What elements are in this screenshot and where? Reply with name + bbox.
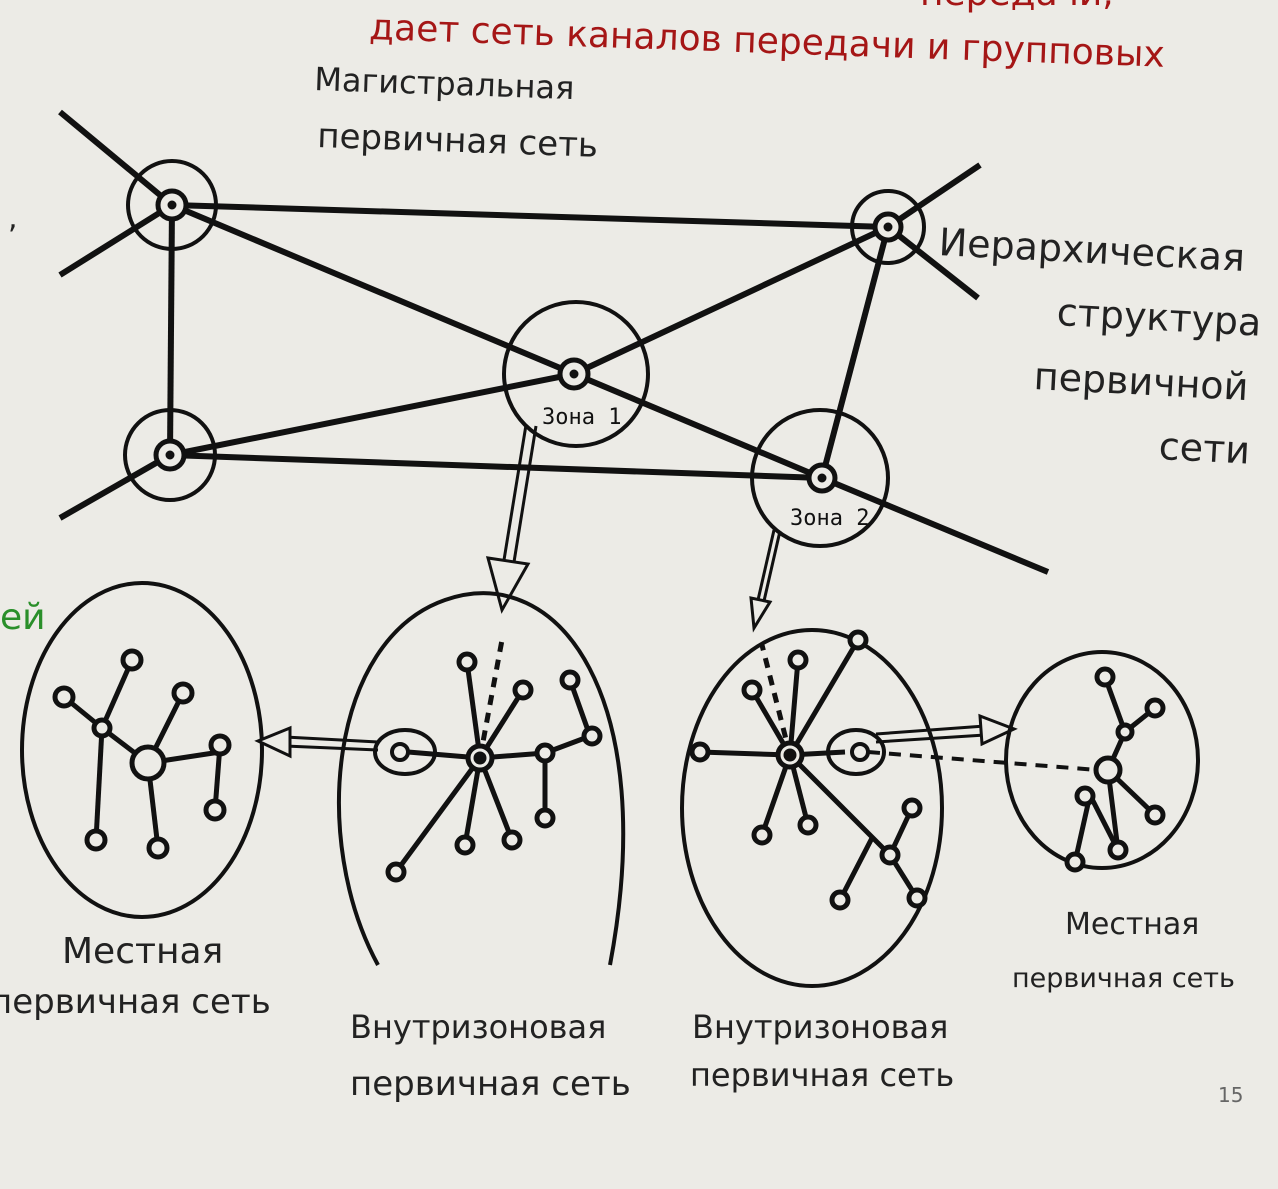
- label-zone2: Зона 2: [790, 506, 870, 531]
- label-local-right-line2: первичная сеть: [1012, 963, 1235, 994]
- trunk-link: [819, 226, 891, 479]
- trunk-link: [169, 371, 575, 458]
- trunk-stub: [820, 475, 1050, 575]
- label-local-left-line1: Местная: [62, 931, 224, 972]
- trunk-link: [169, 452, 823, 481]
- side-comma: ,: [8, 201, 18, 236]
- trunk-node-core: [167, 200, 177, 210]
- zone1-circle: [502, 300, 650, 448]
- intrazone-network-right: [680, 628, 944, 988]
- slide-header-line1: передачи,: [920, 0, 1114, 14]
- zone2-circle: [750, 408, 890, 548]
- trunk-link: [572, 224, 890, 377]
- trunk-stub: [886, 162, 982, 230]
- label-local-left-line2: первичная сеть: [0, 982, 271, 1022]
- side-text-green: ей: [0, 597, 46, 638]
- zone1-arrow: [485, 424, 538, 614]
- zone1-node-core: [569, 369, 579, 379]
- label-zone1: Зона 1: [542, 405, 622, 430]
- trunk-node-ring: [850, 189, 926, 265]
- label-intrazone-left-line2: первичная сеть: [350, 1064, 631, 1104]
- intrazone-network-left: [337, 591, 626, 966]
- trunk-stub: [58, 202, 174, 278]
- zone2-node-core: [817, 473, 827, 483]
- local-network-right: [1004, 650, 1200, 873]
- label-intrazone-left-line1: Внутризоновая: [350, 1008, 607, 1046]
- trunk-stub: [886, 224, 980, 301]
- trunk-link: [171, 202, 889, 230]
- trunk-node-core: [883, 222, 893, 232]
- trunk-stub: [58, 452, 172, 521]
- trunk-links: [58, 109, 1050, 575]
- page-number: 15: [1218, 1083, 1244, 1107]
- local-network-left: [20, 581, 264, 919]
- label-intrazone-right-line2: первичная сеть: [690, 1056, 955, 1094]
- arrow-to-local-left: [254, 725, 379, 759]
- trunk-node-core: [165, 450, 175, 460]
- arrow-to-local-right: [867, 713, 1099, 772]
- label-local-right-line1: Местная: [1065, 907, 1200, 942]
- label-intrazone-right-line1: Внутризоновая: [692, 1008, 949, 1046]
- trunk-link: [170, 202, 824, 481]
- trunk-stub: [58, 109, 174, 208]
- trunk-node-ring: [123, 408, 217, 502]
- trunk-link: [167, 204, 175, 456]
- zone2-arrow: [749, 529, 782, 633]
- trunk-node-ring: [126, 159, 218, 251]
- trunk-nodes: [123, 159, 926, 548]
- label-hierarchy-line4: сети: [1157, 424, 1252, 473]
